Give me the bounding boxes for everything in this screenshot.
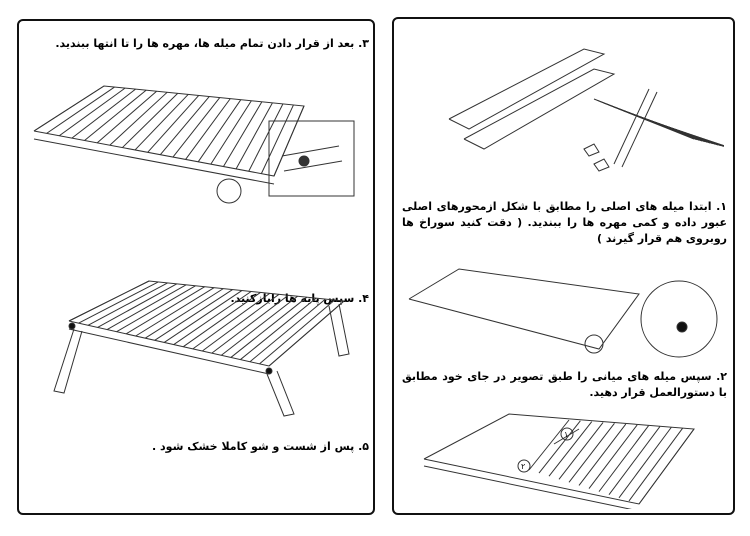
grill-rod (135, 287, 215, 337)
grill-rod (96, 90, 157, 144)
grill-rod (172, 97, 221, 158)
grill-rod (122, 93, 179, 148)
grill-rod (116, 285, 196, 333)
grill-rod (68, 280, 150, 322)
grill-rod (71, 88, 136, 139)
grill-rod (223, 101, 263, 167)
frame-assembly-illustration (408, 268, 718, 358)
grill-rod (58, 87, 126, 137)
grill-rod (568, 422, 615, 483)
grill-rod (638, 428, 695, 505)
grill-rod (268, 300, 345, 367)
grill-rod (618, 427, 672, 499)
grill-rod (249, 298, 326, 363)
grill-rod (97, 283, 178, 328)
grill-rod (538, 420, 581, 474)
grill-rod (259, 299, 336, 365)
grill-rod (628, 427, 684, 502)
grill-rod (273, 105, 305, 177)
step-2-text: ۲. سپس میله های میانی را طبق تصویر در جا… (402, 370, 727, 399)
grill-rod (84, 89, 147, 141)
grill-rod (558, 422, 604, 480)
grill-rod (125, 286, 205, 335)
grill-rod (106, 284, 187, 331)
callout-1: ۱ (564, 430, 568, 439)
right-instruction-panel: ۱. ابتدا میله های اصلی را مطابق با شکل ا… (392, 17, 735, 515)
grill-rod (173, 291, 252, 345)
grill-rod (588, 424, 638, 489)
parts-illustration (448, 48, 724, 172)
grill-rod (202, 293, 280, 352)
grill-rod (197, 99, 242, 163)
step-3-text: ۳. بعد از قرار دادن تمام میله ها، مهره ه… (55, 37, 369, 50)
grill-rod (240, 297, 317, 360)
grill-rod (163, 290, 243, 343)
callout-2: ۲ (521, 462, 525, 471)
left-instruction-panel: ۳. بعد از قرار دادن تمام میله ها، مهره ه… (17, 19, 375, 515)
grill-rod (78, 281, 159, 324)
grill-rod (248, 103, 284, 172)
grill-rod (210, 100, 252, 165)
grill-rod (109, 91, 168, 146)
grill-rod (221, 295, 298, 356)
grill-rod (548, 421, 593, 477)
grill-rod (578, 423, 627, 486)
grill-rod (528, 419, 570, 471)
grill-rod (182, 292, 261, 348)
grill-rod (147, 95, 200, 153)
grill-rod (33, 85, 105, 132)
grill-rod (643, 118, 724, 147)
grill-rod (260, 104, 294, 174)
grill-rod (211, 294, 289, 354)
step-1-text: ۱. ابتدا میله های اصلی را مطابق با شکل ا… (402, 200, 727, 245)
grill-rod (87, 282, 168, 326)
grill-rod (235, 102, 273, 170)
grill-rod (192, 292, 271, 350)
grill-legs-open-illustration (53, 280, 350, 417)
step-4-text: ۴. سپس پایه ها رابازکنید. (230, 292, 370, 305)
grill-assembled-illustration (33, 85, 355, 204)
grill-rod (144, 288, 224, 339)
middle-rods-illustration: ۱ ۲ (423, 413, 695, 509)
grill-rod (598, 425, 649, 492)
grill-rod (46, 86, 115, 134)
step-5-text: ۵. پس از شست و شو کاملا خشک شود . (152, 440, 369, 453)
grill-rod (159, 96, 210, 156)
grill-rod (185, 98, 231, 160)
grill-rod (230, 296, 308, 358)
grill-rod (608, 426, 661, 496)
grill-rod (154, 289, 233, 341)
grill-rod (134, 94, 189, 151)
